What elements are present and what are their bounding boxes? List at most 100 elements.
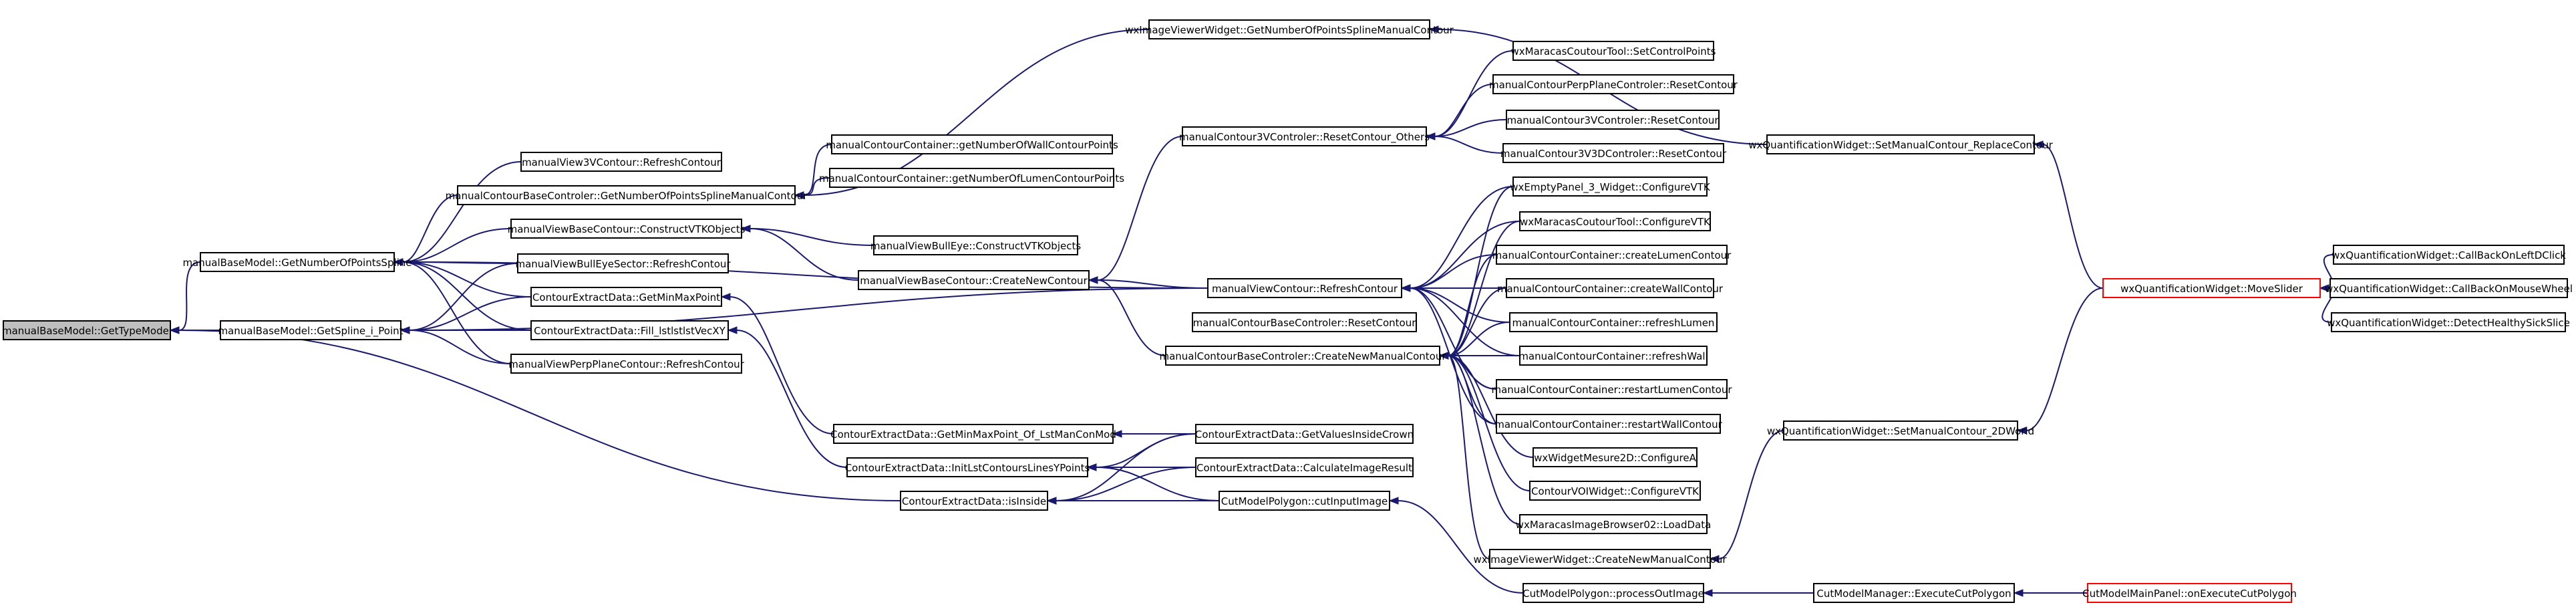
- node-manualbasemodel-gettypemodel[interactable]: manualBaseModel::GetTypeModel: [2, 320, 172, 340]
- edge-line: [750, 228, 874, 246]
- node-manualcontourcontainer-createwallcontour[interactable]: manualContourContainer::createWallContou…: [1497, 278, 1724, 298]
- node-manualview3vcontour-refreshcontour[interactable]: manualView3VContour::RefreshContour: [520, 152, 722, 172]
- edge-line: [1448, 355, 1497, 425]
- node-manualviewbulleye-constructvtkobjects[interactable]: manualViewBullEye::ConstructVTKObjects: [870, 235, 1082, 255]
- node-wxquantificationwidget-callbackonmousewheel[interactable]: wxQuantificationWidget::CallBackOnMouseW…: [2325, 278, 2573, 298]
- node-manualviewbasecontour-createnewcontour[interactable]: manualViewBaseContour::CreateNewContour: [858, 270, 1090, 290]
- edges-layer: [169, 25, 2335, 597]
- node-manualcontour3vcontroler-resetcontour-others[interactable]: manualContour3VControler::ResetContour_O…: [1179, 126, 1430, 146]
- node-label: manualContourBaseControler::CreateNewMan…: [1159, 350, 1446, 362]
- node-box: [831, 134, 1113, 154]
- node-manualcontourcontainer-getnumberofwallcontourpoints[interactable]: manualContourContainer::getNumberOfWallC…: [826, 134, 1118, 154]
- node-cutmodelmanager-executecutpolygon[interactable]: CutModelManager::ExecuteCutPolygon: [1813, 583, 2015, 603]
- node-label: wxMaracasImageBrowser02::LoadData: [1516, 519, 1712, 531]
- node-manualviewperpplanecontour-refreshcontour[interactable]: manualViewPerpPlaneContour::RefreshConto…: [508, 354, 745, 374]
- edge-line: [409, 296, 532, 331]
- node-wxemptypanel-3-widget-configurevtk[interactable]: wxEmptyPanel_3_Widget::ConfigureVTK: [1510, 176, 1711, 197]
- node-box: [3, 320, 171, 340]
- node-contourvoiwidget-configurevtk[interactable]: ContourVOIWidget::ConfigureVTK: [1529, 481, 1701, 501]
- edge-n1-to-n0: [169, 261, 201, 334]
- node-label: ContourExtractData::GetMinMaxPoint: [532, 291, 720, 304]
- node-label: manualContourContainer::restartWallConto…: [1494, 418, 1722, 431]
- node-manualcontourperpplanecontroler-resetcontour[interactable]: manualContourPerpPlaneControler::ResetCo…: [1489, 74, 1738, 94]
- node-label: manualContour3VControler::ResetContour: [1506, 114, 1719, 126]
- edge-n39-to-n21: [1438, 352, 1520, 525]
- node-manualcontourcontainer-refreshwall[interactable]: manualContourContainer::refreshWall: [1518, 346, 1708, 366]
- node-manualcontourcontainer-restartlumencontour[interactable]: manualContourContainer::restartLumenCont…: [1491, 379, 1732, 399]
- node-label: wxMaracasCoutourTool::ConfigureVTK: [1520, 216, 1711, 228]
- edge-n40-to-n21: [1438, 352, 1490, 560]
- node-wxquantificationwidget-callbackonleftdclick[interactable]: wxQuantificationWidget::CallBackOnLeftDC…: [2331, 245, 2566, 265]
- node-wximageviewerwidget-createnewmanualcontour[interactable]: wxImageViewerWidget::CreateNewManualCont…: [1474, 549, 1728, 569]
- edge-arrowhead: [727, 326, 738, 334]
- edge-arrowhead: [1709, 555, 1720, 563]
- edge-n45-to-n41: [1702, 589, 1814, 597]
- node-box: [510, 354, 742, 374]
- node-manualcontourcontainer-getnumberoflumencontourpoints[interactable]: manualContourContainer::getNumberOfLumen…: [819, 168, 1124, 188]
- node-contourextractdata-calculateimageresult[interactable]: ContourExtractData::CalculateImageResult: [1195, 457, 1414, 477]
- node-wxwidgetmesure2d-configurea[interactable]: wxWidgetMesure2D::ConfigureA: [1533, 447, 1698, 467]
- node-wximageviewerwidget-getnumberofpointssplinemanualcontour[interactable]: wxImageViewerWidget::GetNumberOfPointsSp…: [1125, 19, 1454, 39]
- edge-n41-to-n24: [1388, 497, 1524, 594]
- node-box: [873, 235, 1078, 255]
- edge-line: [1410, 186, 1514, 289]
- node-box: [1192, 312, 1417, 332]
- node-box: [1512, 41, 1714, 61]
- edge-line: [1434, 136, 1504, 154]
- node-manualviewbulleyesector-refreshcontour[interactable]: manualViewBullEyeSector::RefreshContour: [515, 253, 731, 273]
- node-box: [1519, 514, 1708, 534]
- node-box: [1195, 457, 1414, 477]
- node-label: manualViewPerpPlaneContour::RefreshConto…: [508, 358, 744, 370]
- edge-line: [402, 195, 458, 263]
- edge-line: [803, 144, 832, 196]
- node-manualcontourbasecontroler-resetcontour[interactable]: manualContourBaseControler::ResetContour: [1192, 312, 1417, 332]
- node-wxquantificationwidget-detecthealthysickslice[interactable]: wxQuantificationWidget::DetectHealthySic…: [2327, 312, 2570, 332]
- edge-line: [409, 287, 1209, 331]
- node-cutmodelmainpanel-onexecutecutpolygon[interactable]: CutModelMainPanel::onExecuteCutPolygon: [2082, 583, 2297, 603]
- node-contourextractdata-getminmaxpoint[interactable]: ContourExtractData::GetMinMaxPoint: [530, 287, 722, 307]
- node-wxmaracasimagebrowser02-loaddata[interactable]: wxMaracasImageBrowser02::LoadData: [1516, 514, 1712, 534]
- node-box: [1522, 583, 1704, 603]
- node-manualbasemodel-getnumberofpointsspline[interactable]: manualBaseModel::GetNumberOfPointsSpline: [182, 252, 412, 272]
- edge-arrowhead: [1438, 352, 1449, 360]
- edge-line: [1410, 287, 1510, 323]
- edge-line: [402, 261, 532, 297]
- node-wxquantificationwidget-moveslider[interactable]: wxQuantificationWidget::MoveSlider: [2102, 278, 2321, 298]
- node-manualviewcontour-refreshcontour[interactable]: manualViewContour::RefreshContour: [1207, 278, 1402, 298]
- node-contourextractdata-isinside[interactable]: ContourExtractData::isInside: [900, 491, 1048, 511]
- node-wxquantificationwidget-setmanualcontour-replacecontour[interactable]: wxQuantificationWidget::SetManualContour…: [1748, 134, 2054, 154]
- edge-arrowhead: [740, 225, 751, 233]
- node-manualcontour3vcontroler-resetcontour[interactable]: manualContour3VControler::ResetContour: [1506, 110, 1720, 130]
- edge-line: [1448, 355, 1531, 491]
- node-contourextractdata-fill-lstlstlstvecxy[interactable]: ContourExtractData::Fill_lstlstlstVecXY: [530, 320, 729, 340]
- node-manualcontourcontainer-createlumencontour[interactable]: manualContourContainer::createLumenConto…: [1492, 245, 1732, 265]
- edge-line: [402, 261, 512, 364]
- node-manualcontourbasecontroler-getnumberofpointssplinemanualcontour[interactable]: manualContourBaseControler::GetNumberOfP…: [446, 185, 808, 205]
- node-wxmaracascoutourtool-configurevtk[interactable]: wxMaracasCoutourTool::ConfigureVTK: [1519, 211, 1711, 231]
- node-label: wxWidgetMesure2D::ConfigureA: [1534, 452, 1696, 464]
- edge-n4-to-n1: [393, 161, 522, 266]
- node-label: ContourExtractData::Fill_lstlstlstVecXY: [534, 325, 726, 338]
- node-box: [200, 252, 395, 272]
- edge-line: [1448, 322, 1510, 356]
- node-manualcontour3v3dcontroler-resetcontour[interactable]: manualContour3V3DControler::ResetContour: [1500, 143, 1727, 163]
- node-cutmodelpolygon-processoutimage[interactable]: CutModelPolygon::processOutImage: [1522, 583, 1704, 603]
- edge-line: [1448, 355, 1534, 458]
- node-contourextractdata-getvaluesinsidecrown[interactable]: ContourExtractData::GetValuesInsideCrown: [1195, 424, 1414, 444]
- edge-line: [736, 330, 848, 468]
- node-wxmaracascoutourtool-setcontrolpoints[interactable]: wxMaracasCoutourTool::SetControlPoints: [1511, 41, 1716, 61]
- node-contourextractdata-getminmaxpoint-of-lstmanconmod[interactable]: ContourExtractData::GetMinMaxPoint_Of_Ls…: [830, 424, 1116, 444]
- edge-n10-to-n2: [399, 326, 512, 364]
- edge-line: [178, 330, 901, 501]
- node-wxquantificationwidget-setmanualcontour-2dworld[interactable]: wxQuantificationWidget::SetManualContour…: [1767, 420, 2034, 441]
- node-contourextractdata-initlstcontourslinesypoints[interactable]: ContourExtractData::InitLstContoursLines…: [845, 457, 1090, 477]
- node-manualbasemodel-getspline-i-point[interactable]: manualBaseModel::GetSpline_i_Point: [218, 320, 404, 340]
- node-cutmodelpolygon-cutinputimage[interactable]: CutModelPolygon::cutInputImage: [1219, 491, 1390, 511]
- node-manualcontourcontainer-refreshlumen[interactable]: manualContourContainer::refreshLumen: [1509, 312, 1718, 332]
- node-manualcontourbasecontroler-createnewmanualcontour[interactable]: manualContourBaseControler::CreateNewMan…: [1159, 346, 1446, 366]
- edge-line: [1410, 254, 1497, 289]
- node-manualviewbasecontour-constructvtkobjects[interactable]: manualViewBaseContour::ConstructVTKObjec…: [508, 219, 746, 239]
- node-manualcontourcontainer-restartwallcontour[interactable]: manualContourContainer::restartWallConto…: [1494, 414, 1723, 434]
- edge-line: [1097, 279, 1166, 356]
- edge-n19-to-n2: [399, 287, 1209, 334]
